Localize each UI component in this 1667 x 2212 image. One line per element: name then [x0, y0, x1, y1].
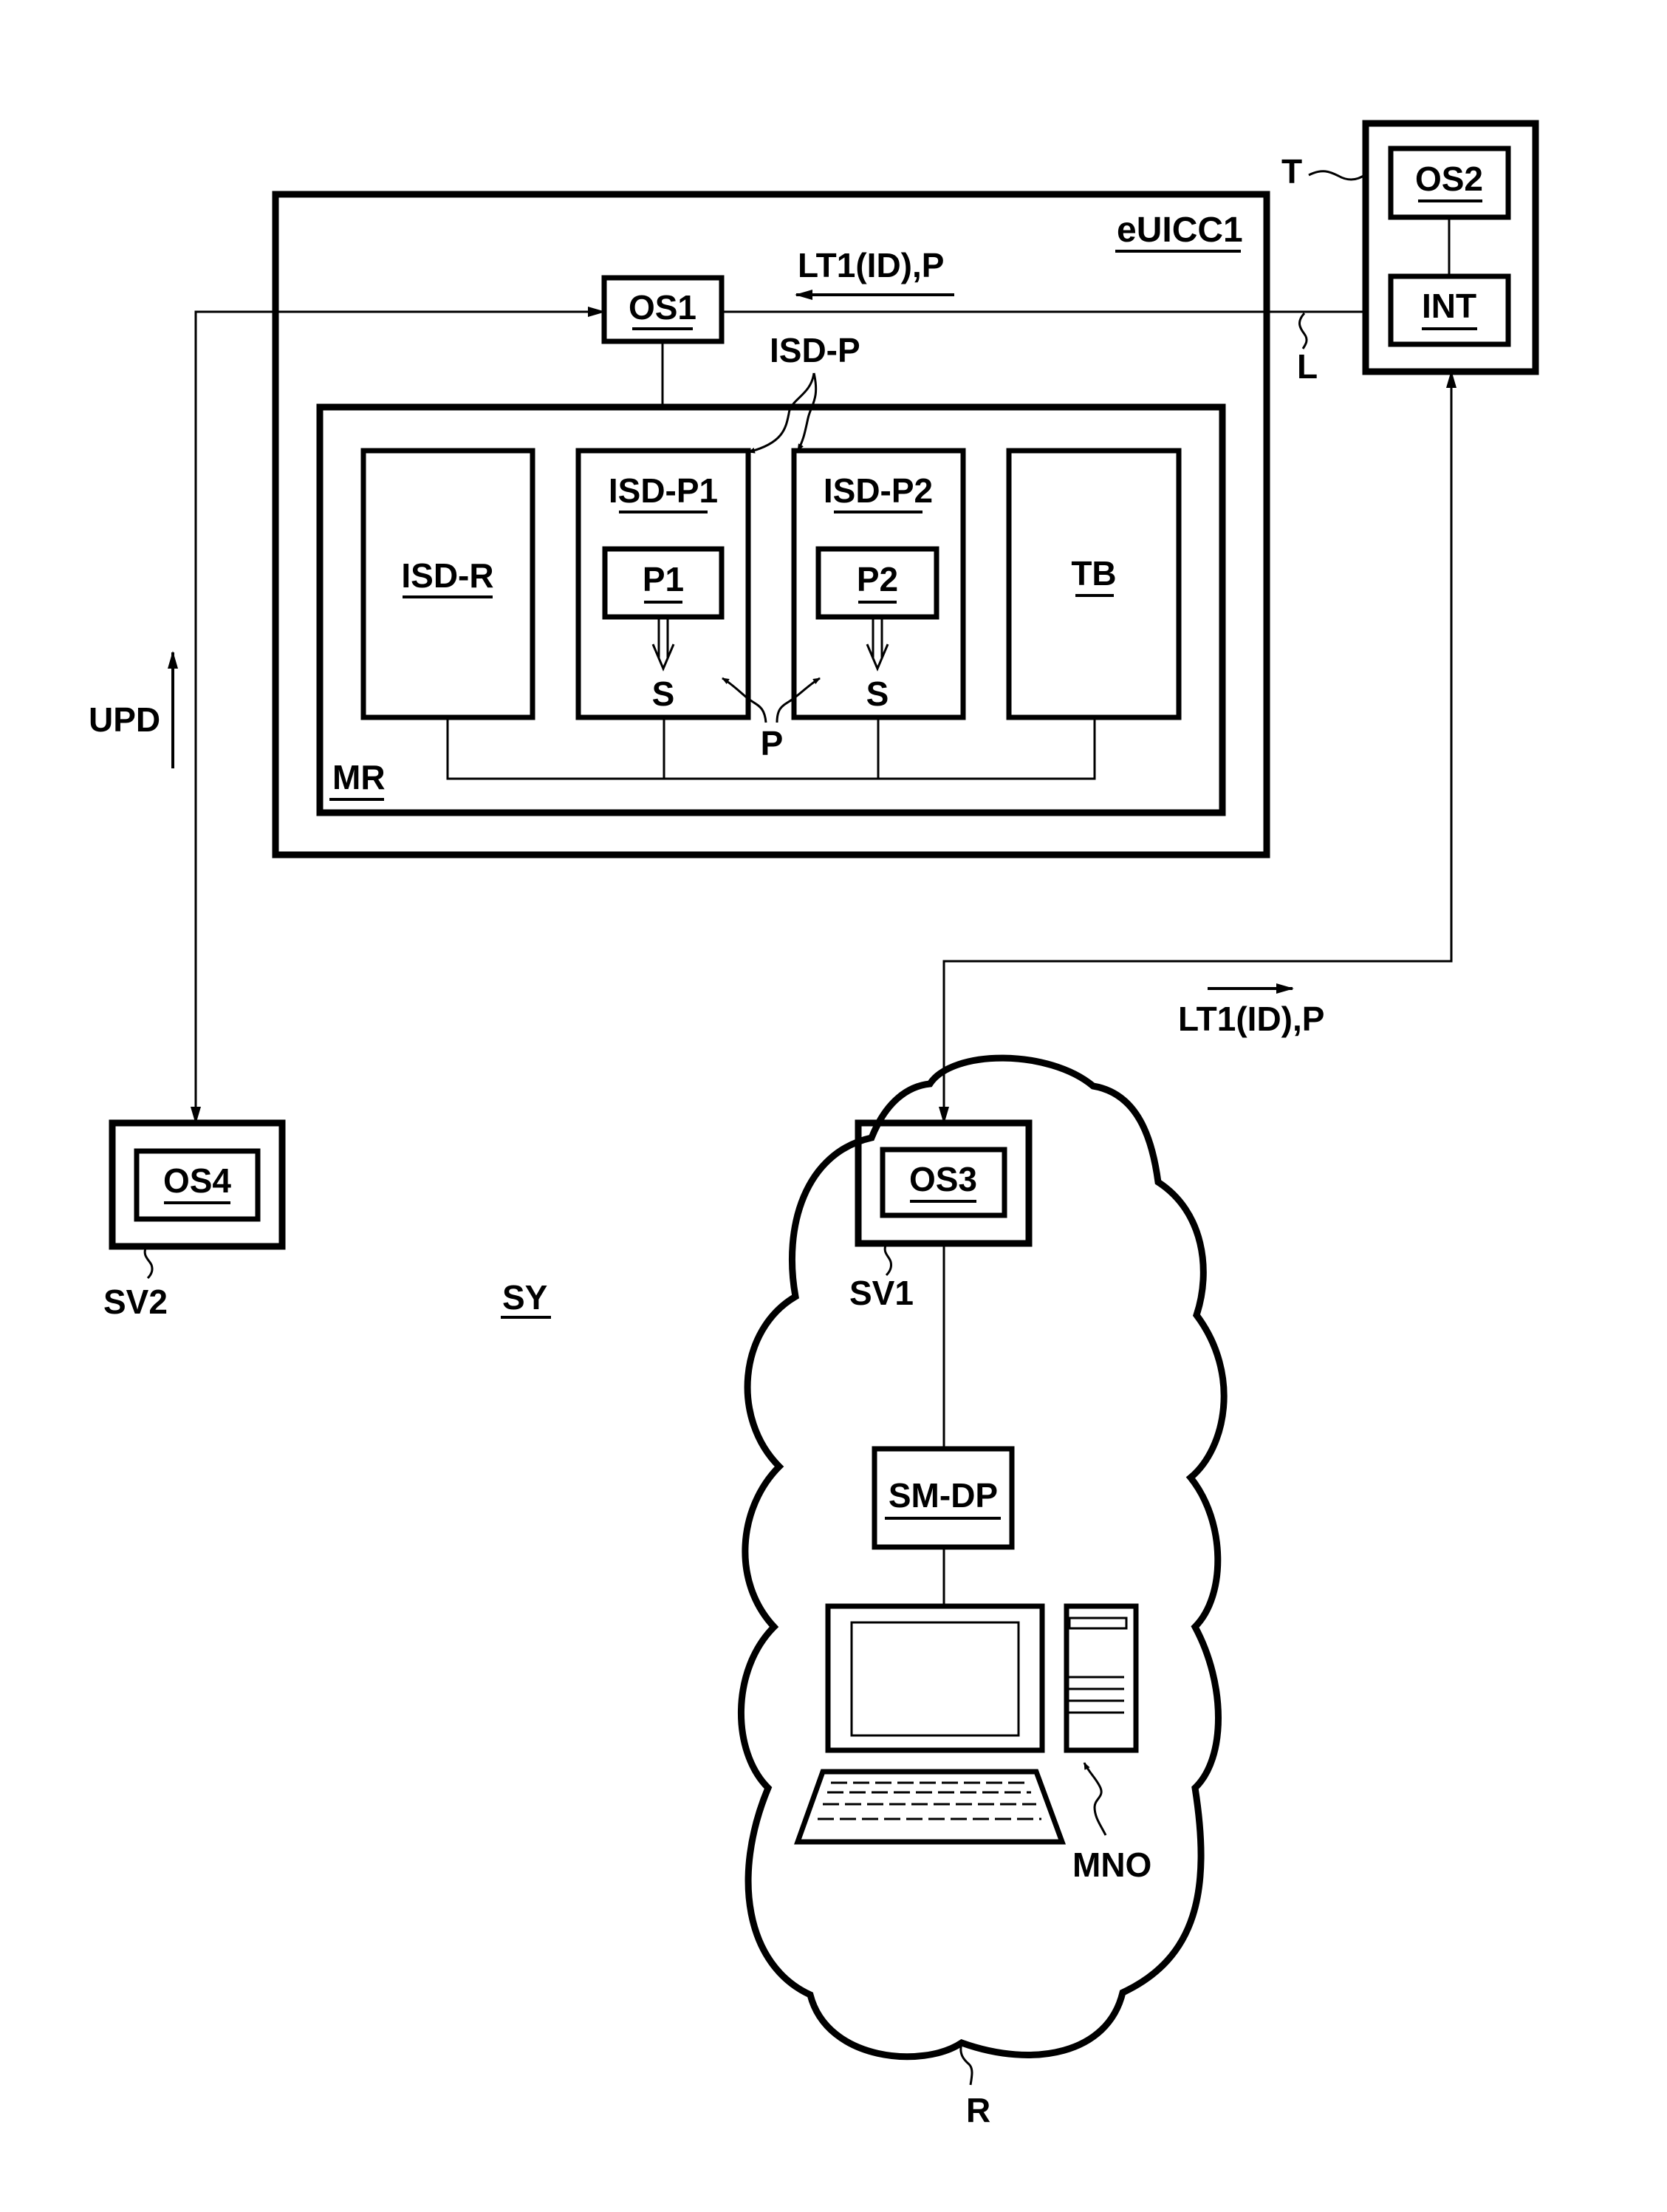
euicc-box[interactable]: [272, 191, 1270, 858]
p-leader-right: [776, 677, 821, 723]
int-box[interactable]: [1388, 273, 1511, 347]
operator-label: MNO: [1072, 1846, 1151, 1884]
isd-p-group-label: ISD-P: [770, 331, 860, 369]
profile-p2-box[interactable]: [815, 546, 939, 620]
link-l-leader: [1298, 312, 1308, 349]
network-cloud[interactable]: [737, 1054, 1228, 2061]
memory-label: MR: [332, 758, 386, 796]
server2-label: SV2: [103, 1283, 168, 1321]
tb-block[interactable]: [1006, 448, 1182, 720]
profile-p1-label: P1: [643, 560, 684, 598]
tower-drive-slot: [1068, 1617, 1128, 1630]
p2-to-s-double-arrow: [866, 617, 889, 672]
network-label: R: [966, 2091, 990, 2129]
state-s-1: S: [652, 675, 675, 713]
p1-to-s-double-arrow: [651, 617, 675, 672]
network-label-leader: [959, 2043, 973, 2086]
message-to-euicc-label: LT1(ID),P: [798, 246, 944, 284]
state-s-2: S: [866, 675, 889, 713]
tb-label: TB: [1071, 554, 1116, 593]
server2-label-leader: [143, 1246, 154, 1280]
keyboard-icon: [794, 1769, 1067, 1845]
keyboard-keys: [818, 1781, 1041, 1820]
os3-box[interactable]: [880, 1147, 1007, 1218]
isd-p2-block[interactable]: [791, 448, 966, 720]
terminal-box[interactable]: [1362, 120, 1539, 375]
sm-dp-label: SM-DP: [889, 1476, 998, 1515]
p-leader-left: [722, 677, 767, 723]
profile-p1-box[interactable]: [602, 546, 725, 620]
isd-p-leader-2: [796, 372, 818, 451]
update-path-line: [194, 310, 604, 1123]
monitor-icon: [825, 1603, 1045, 1753]
memory-bus: [446, 717, 1096, 780]
system-label: SY: [502, 1278, 547, 1317]
tower-icon: [1064, 1603, 1139, 1753]
server1-label-leader: [883, 1243, 892, 1277]
memory-box[interactable]: [316, 403, 1226, 816]
update-label: UPD: [89, 700, 160, 739]
os4-label: OS4: [163, 1161, 231, 1200]
os2-label: OS2: [1415, 160, 1483, 198]
monitor-screen: [850, 1621, 1020, 1737]
operator-label-leader: [1083, 1762, 1107, 1836]
operator-computer[interactable]: [794, 1603, 1139, 1845]
terminal-label-leader: [1308, 170, 1366, 181]
isd-r-label: ISD-R: [401, 556, 493, 595]
network-to-terminal-line: [942, 372, 1453, 1123]
os4-box[interactable]: [134, 1148, 261, 1222]
server1-label: SV1: [849, 1274, 914, 1312]
server2-box[interactable]: [109, 1119, 286, 1250]
euicc-label: eUICC1: [1117, 211, 1243, 250]
int-label: INT: [1422, 287, 1476, 325]
link-l-label: L: [1297, 347, 1318, 386]
message-from-network-label: LT1(ID),P: [1178, 1000, 1324, 1038]
os3-label: OS3: [909, 1160, 977, 1198]
isd-p2-label: ISD-P2: [824, 471, 933, 510]
isd-p-leader-1: [747, 372, 815, 454]
os1-label: OS1: [629, 288, 696, 327]
isd-p1-label: ISD-P1: [609, 471, 718, 510]
tower-vent-lines: [1067, 1676, 1124, 1714]
terminal-label: T: [1281, 152, 1302, 191]
profiles-p-label: P: [761, 724, 784, 762]
profile-p2-label: P2: [857, 560, 898, 598]
isd-r-block[interactable]: [360, 448, 535, 720]
isd-p1-block[interactable]: [575, 448, 751, 720]
